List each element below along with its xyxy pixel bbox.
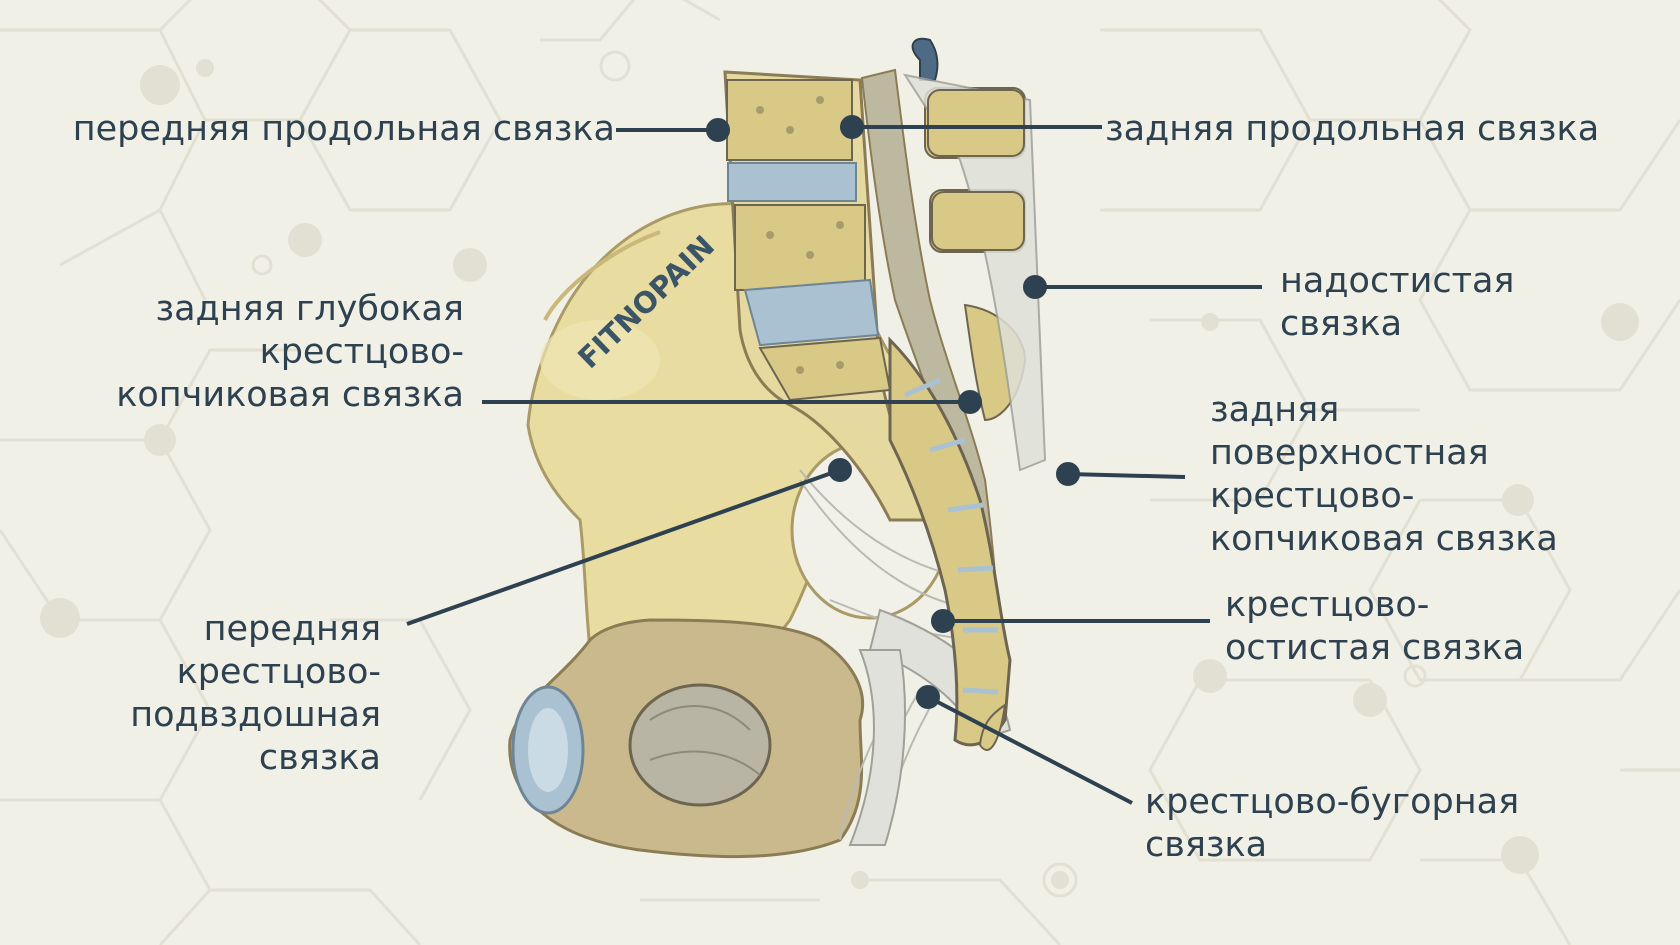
label-sacrotuberous-ligament: крестцово-бугорная связка	[1145, 781, 1519, 867]
leader-superficial-sacrococcygeal	[1068, 474, 1185, 477]
marker-supraspinous	[1025, 277, 1045, 297]
label-anterior-longitudinal-ligament: передняя продольная связка	[73, 108, 615, 151]
leader-anterior-sacroiliac	[407, 470, 840, 624]
marker-sacrotuberous	[918, 687, 938, 707]
label-anterior-sacroiliac-ligament: передняя крестцово- подвздошная связка	[130, 608, 381, 780]
label-sacrospinous-ligament: крестцово- остистая связка	[1225, 584, 1524, 670]
marker-deep-sacrococcygeal	[960, 392, 980, 412]
marker-superficial-sacrococcygeal	[1058, 464, 1078, 484]
label-posterior-longitudinal-ligament: задняя продольная связка	[1105, 108, 1599, 151]
label-supraspinous-ligament: надостистая связка	[1280, 260, 1514, 346]
marker-anterior-longitudinal	[708, 120, 728, 140]
label-superficial-posterior-sacrococcygeal-ligament: задняя поверхностная крестцово- копчиков…	[1210, 389, 1558, 561]
marker-sacrospinous	[933, 611, 953, 631]
marker-anterior-sacroiliac	[830, 460, 850, 480]
label-deep-posterior-sacrococcygeal-ligament: задняя глубокая крестцово- копчиковая св…	[116, 288, 464, 417]
marker-posterior-longitudinal	[842, 117, 862, 137]
leader-sacrotuberous	[928, 697, 1132, 803]
